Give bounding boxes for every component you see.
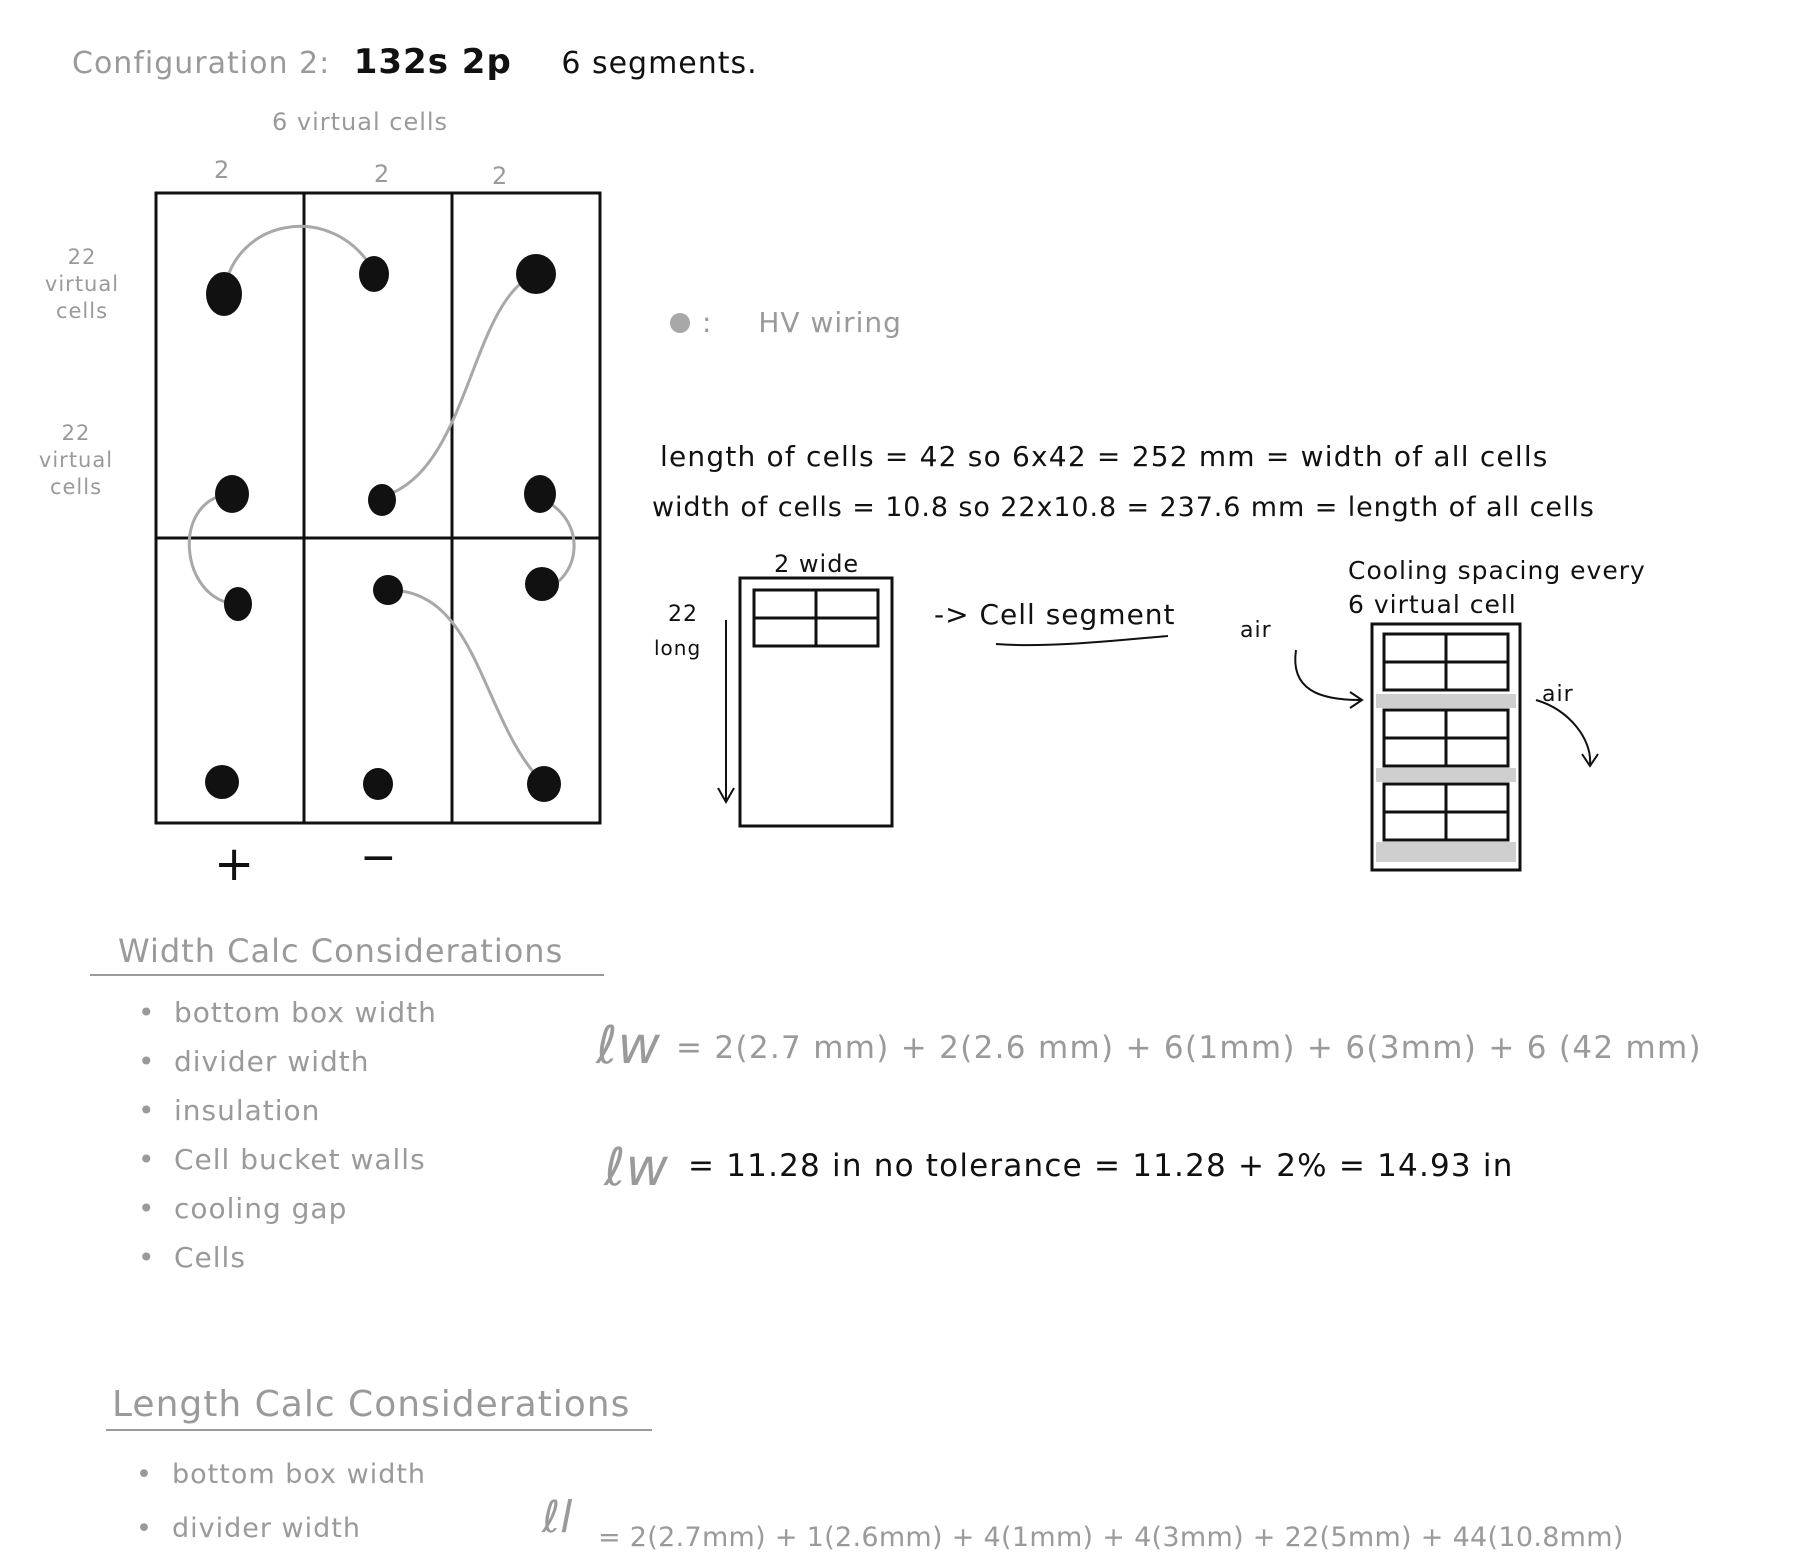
width-formula-symbol: ℓw bbox=[596, 1016, 661, 1076]
polarity-plus: + bbox=[214, 836, 255, 892]
grid-row-label-top: 22 virtual cells bbox=[44, 245, 120, 323]
terminal bbox=[215, 475, 249, 513]
title-prefix: Configuration 2: bbox=[72, 46, 331, 81]
grid-row-label-bottom: 22 virtual cells bbox=[38, 421, 114, 499]
hv-wire-5 bbox=[387, 588, 546, 786]
terminal bbox=[368, 484, 396, 516]
width-formula-1: = 2(2.7 mm) + 2(2.6 mm) + 6(1mm) + 6(3mm… bbox=[676, 1030, 1702, 1066]
width-formula-2: = 11.28 in no tolerance = 11.28 + 2% = 1… bbox=[688, 1148, 1514, 1184]
cooling-box bbox=[1370, 622, 1522, 872]
width-considerations-list: bottom box width divider width insulatio… bbox=[138, 988, 437, 1282]
grid-column-label-3: 2 bbox=[492, 162, 509, 190]
terminal bbox=[363, 768, 393, 800]
length-considerations-list: bottom box width divider width bbox=[136, 1448, 426, 1556]
hv-wire-1 bbox=[222, 224, 374, 295]
list-item: Cell bucket walls bbox=[138, 1135, 437, 1184]
terminal bbox=[224, 587, 252, 621]
list-item: bottom box width bbox=[138, 988, 437, 1037]
cooling-cell-rows bbox=[1382, 632, 1510, 842]
hv-legend-symbol: : bbox=[702, 306, 713, 339]
terminal bbox=[525, 567, 559, 601]
list-item: bottom box width bbox=[136, 1448, 426, 1502]
list-item: Cells bbox=[138, 1233, 437, 1282]
terminal bbox=[205, 765, 239, 799]
segment-length-label-2: long bbox=[654, 636, 702, 660]
cooling-title-1: Cooling spacing every bbox=[1348, 556, 1646, 585]
grid-top-label: 6 virtual cells bbox=[272, 108, 449, 136]
air-out-label: air bbox=[1542, 682, 1574, 707]
grid-column-label-2: 2 bbox=[374, 160, 391, 188]
list-item: cooling gap bbox=[138, 1184, 437, 1233]
terminal bbox=[527, 766, 561, 802]
hv-legend-label: HV wiring bbox=[758, 306, 902, 339]
width-formula-symbol-2: ℓw bbox=[604, 1138, 669, 1198]
air-in-arrow bbox=[1294, 649, 1361, 701]
equation-line-1: length of cells = 42 so 6x42 = 252 mm = … bbox=[660, 440, 1549, 473]
cooling-title-2: 6 virtual cell bbox=[1348, 590, 1517, 619]
grid-frame bbox=[154, 191, 602, 825]
length-calc-heading: Length Calc Considerations bbox=[106, 1384, 652, 1431]
grid-column-label-1: 2 bbox=[214, 156, 231, 184]
segment-width-label: 2 wide bbox=[774, 550, 860, 578]
polarity-minus: − bbox=[360, 832, 397, 883]
terminals bbox=[205, 254, 561, 802]
hv-wiring bbox=[187, 224, 576, 786]
terminal bbox=[373, 575, 403, 605]
cell-segment-underline bbox=[995, 635, 1169, 647]
air-out-arrow bbox=[1535, 699, 1592, 765]
hv-wire-3 bbox=[187, 492, 237, 606]
air-in-label: air bbox=[1240, 618, 1272, 643]
list-item: divider width bbox=[138, 1037, 437, 1086]
hv-wire-2 bbox=[383, 272, 537, 498]
hv-legend-dot bbox=[670, 313, 690, 333]
segment-length-label-1: 22 bbox=[668, 602, 698, 627]
hv-legend: : HV wiring bbox=[702, 306, 902, 339]
terminal bbox=[359, 256, 389, 292]
segment-box bbox=[738, 576, 894, 828]
equation-line-2: width of cells = 10.8 so 22x10.8 = 237.6… bbox=[652, 492, 1595, 523]
list-item: insulation bbox=[138, 1086, 437, 1135]
title-config: 132s 2p bbox=[353, 42, 512, 82]
terminal bbox=[524, 475, 556, 513]
length-formula: = 2(2.7mm) + 1(2.6mm) + 4(1mm) + 4(3mm) … bbox=[598, 1522, 1624, 1553]
title-segments: 6 segments. bbox=[561, 46, 758, 81]
cooling-gaps bbox=[1376, 694, 1516, 862]
length-formula-symbol: ℓl bbox=[542, 1492, 573, 1543]
list-item: divider width bbox=[136, 1502, 426, 1556]
terminal bbox=[516, 254, 556, 294]
terminal bbox=[206, 272, 242, 316]
width-calc-heading: Width Calc Considerations bbox=[90, 932, 604, 976]
page-title: Configuration 2: 132s 2p 6 segments. bbox=[72, 42, 758, 82]
cell-segment-label: -> Cell segment bbox=[934, 598, 1176, 631]
